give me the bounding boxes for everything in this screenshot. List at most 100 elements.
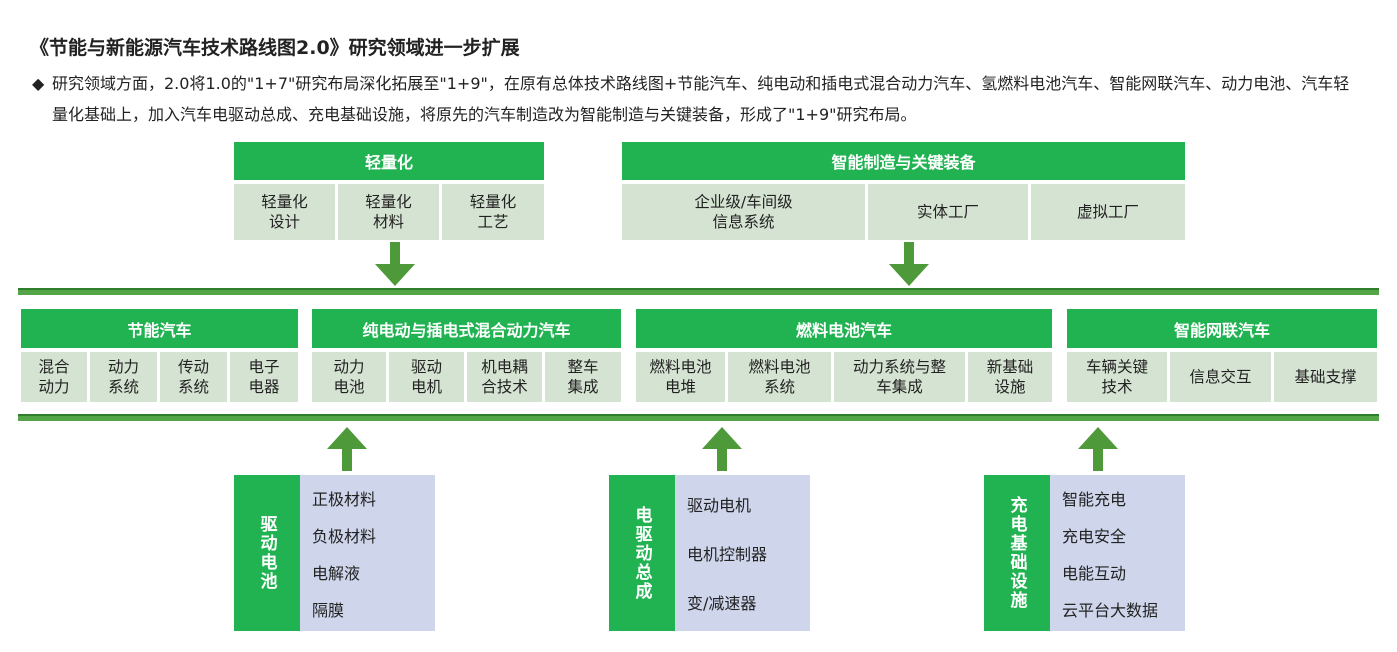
cell-line: 设施 — [994, 378, 1026, 396]
block-items: 正极材料 负极材料 电解液 隔膜 — [300, 475, 435, 631]
cell: 整车集成 — [545, 352, 621, 402]
description-text: 研究领域方面，2.0将1.0的"1+7"研究布局深化拓展至"1+9"，在原有总体… — [52, 74, 1350, 124]
cell-line: 电池 — [333, 378, 365, 396]
block-drive-battery: 驱动电池 正极材料 负极材料 电解液 隔膜 — [234, 475, 435, 631]
cell-line: 电器 — [248, 378, 280, 396]
list-item: 电能互动 — [1062, 563, 1127, 583]
cell-line: 轻量化 — [469, 193, 517, 211]
block-cells: 燃料电池电堆 燃料电池系统 动力系统与整车集成 新基础设施 — [636, 352, 1052, 402]
cell-line: 车集成 — [876, 378, 923, 396]
cell: 轻量化设计 — [234, 184, 338, 240]
block-header: 轻量化 — [234, 142, 544, 184]
block-header-label: 充电基础设施 — [1006, 496, 1027, 610]
block-header: 智能网联汽车 — [1067, 309, 1377, 352]
list-item: 变/减速器 — [687, 594, 757, 614]
cell-line: 动力 — [333, 358, 365, 376]
block-cells: 动力电池 驱动电机 机电耦合技术 整车集成 — [312, 352, 621, 402]
block-items: 智能充电 充电安全 电能互动 云平台大数据 — [1050, 475, 1185, 631]
cell-line: 材料 — [372, 213, 404, 231]
block-header-label: 纯电动与插电式混合动力汽车 — [362, 320, 571, 340]
cell-line: 整车 — [567, 358, 599, 376]
arrow-up-icon — [1078, 427, 1118, 471]
cell-line: 动力系统与整 — [852, 358, 946, 376]
cell-line: 传动 — [177, 358, 209, 376]
list-item: 电机控制器 — [687, 544, 768, 564]
cell-line: 新基础 — [986, 358, 1034, 376]
cell: 实体工厂 — [868, 184, 1031, 240]
cell: 传动系统 — [160, 352, 230, 402]
cell-line: 电堆 — [664, 378, 696, 396]
cell-line: 系统 — [763, 378, 795, 396]
cell-line: 驱动 — [410, 358, 442, 376]
block-header: 燃料电池汽车 — [636, 309, 1052, 352]
block-charging-infra: 充电基础设施 智能充电 充电安全 电能互动 云平台大数据 — [984, 475, 1185, 631]
list-item: 正极材料 — [312, 489, 377, 509]
block-header: 充电基础设施 — [984, 475, 1050, 631]
cell-line: 电子 — [248, 358, 280, 376]
cell-line: 工艺 — [477, 213, 509, 231]
arrow-down-icon — [375, 242, 415, 286]
block-fuel-cell: 燃料电池汽车 燃料电池电堆 燃料电池系统 动力系统与整车集成 新基础设施 — [636, 309, 1052, 402]
block-items: 驱动电机 电机控制器 变/减速器 — [675, 475, 810, 631]
cell-line: 系统 — [107, 378, 139, 396]
cell-line: 合技术 — [481, 378, 528, 396]
cell-line: 机电耦 — [481, 358, 528, 376]
cell-line: 集成 — [567, 378, 599, 396]
page-title: 《节能与新能源汽车技术路线图2.0》研究领域进一步扩展 — [30, 37, 520, 59]
cell: 信息交互 — [1170, 352, 1274, 402]
block-smart-manufacturing: 智能制造与关键装备 企业级/车间级信息系统 实体工厂 虚拟工厂 — [622, 142, 1185, 240]
cell-line: 技术 — [1101, 378, 1133, 396]
arrow-up-icon — [327, 427, 367, 471]
cell-line: 轻量化 — [365, 193, 412, 211]
arrow-down-icon — [889, 242, 929, 286]
cell-line: 燃料电池 — [649, 358, 712, 376]
cell: 电子电器 — [230, 352, 298, 402]
cell: 动力系统与整车集成 — [834, 352, 968, 402]
block-electric-drive: 电驱动总成 驱动电机 电机控制器 变/减速器 — [609, 475, 810, 631]
block-header-label: 智能网联汽车 — [1173, 320, 1270, 340]
block-connected-vehicle: 智能网联汽车 车辆关键技术 信息交互 基础支撑 — [1067, 309, 1377, 402]
block-cells: 混合动力 动力系统 传动系统 电子电器 — [21, 352, 298, 402]
block-header-label: 节能汽车 — [127, 320, 192, 340]
list-item: 负极材料 — [312, 526, 377, 546]
cell: 驱动电机 — [389, 352, 467, 402]
block-header-label: 智能制造与关键装备 — [831, 153, 976, 172]
cell: 混合动力 — [21, 352, 90, 402]
cell-line: 燃料电池 — [748, 358, 811, 376]
cell: 机电耦合技术 — [467, 352, 545, 402]
cell: 轻量化工艺 — [442, 184, 544, 240]
cell: 新基础设施 — [968, 352, 1052, 402]
description: ◆研究领域方面，2.0将1.0的"1+7"研究布局深化拓展至"1+9"，在原有总… — [32, 68, 1362, 130]
block-cells: 企业级/车间级信息系统 实体工厂 虚拟工厂 — [622, 184, 1185, 240]
block-header-label: 燃料电池汽车 — [795, 320, 892, 340]
cell-line: 实体工厂 — [916, 203, 979, 221]
cell: 燃料电池电堆 — [636, 352, 728, 402]
cell: 企业级/车间级信息系统 — [622, 184, 868, 240]
block-lightweight: 轻量化 轻量化设计 轻量化材料 轻量化工艺 — [234, 142, 544, 240]
cell-line: 电机 — [410, 378, 442, 396]
list-item: 电解液 — [312, 563, 361, 583]
block-header-label: 驱动电池 — [256, 515, 277, 591]
block-header: 驱动电池 — [234, 475, 300, 631]
cell-line: 轻量化 — [261, 193, 308, 211]
cell-line: 系统 — [177, 378, 209, 396]
arrow-up-icon — [702, 427, 742, 471]
list-item: 隔膜 — [312, 600, 345, 620]
block-bev-phev: 纯电动与插电式混合动力汽车 动力电池 驱动电机 机电耦合技术 整车集成 — [312, 309, 621, 402]
cell: 车辆关键技术 — [1067, 352, 1170, 402]
cell: 虚拟工厂 — [1031, 184, 1185, 240]
divider-bar-top — [18, 288, 1379, 295]
block-header-label: 电驱动总成 — [631, 505, 652, 601]
block-cells: 车辆关键技术 信息交互 基础支撑 — [1067, 352, 1377, 402]
block-energy-saving: 节能汽车 混合动力 动力系统 传动系统 电子电器 — [21, 309, 298, 402]
divider-bar-bottom — [18, 414, 1379, 421]
block-cells: 轻量化设计 轻量化材料 轻量化工艺 — [234, 184, 544, 240]
block-header: 电驱动总成 — [609, 475, 675, 631]
cell: 燃料电池系统 — [728, 352, 834, 402]
block-header: 智能制造与关键装备 — [622, 142, 1185, 184]
list-item: 驱动电机 — [687, 495, 752, 515]
cell-line: 动力 — [38, 378, 70, 396]
cell-line: 信息交互 — [1189, 368, 1252, 386]
cell: 动力系统 — [90, 352, 160, 402]
block-header-label: 轻量化 — [364, 153, 413, 172]
